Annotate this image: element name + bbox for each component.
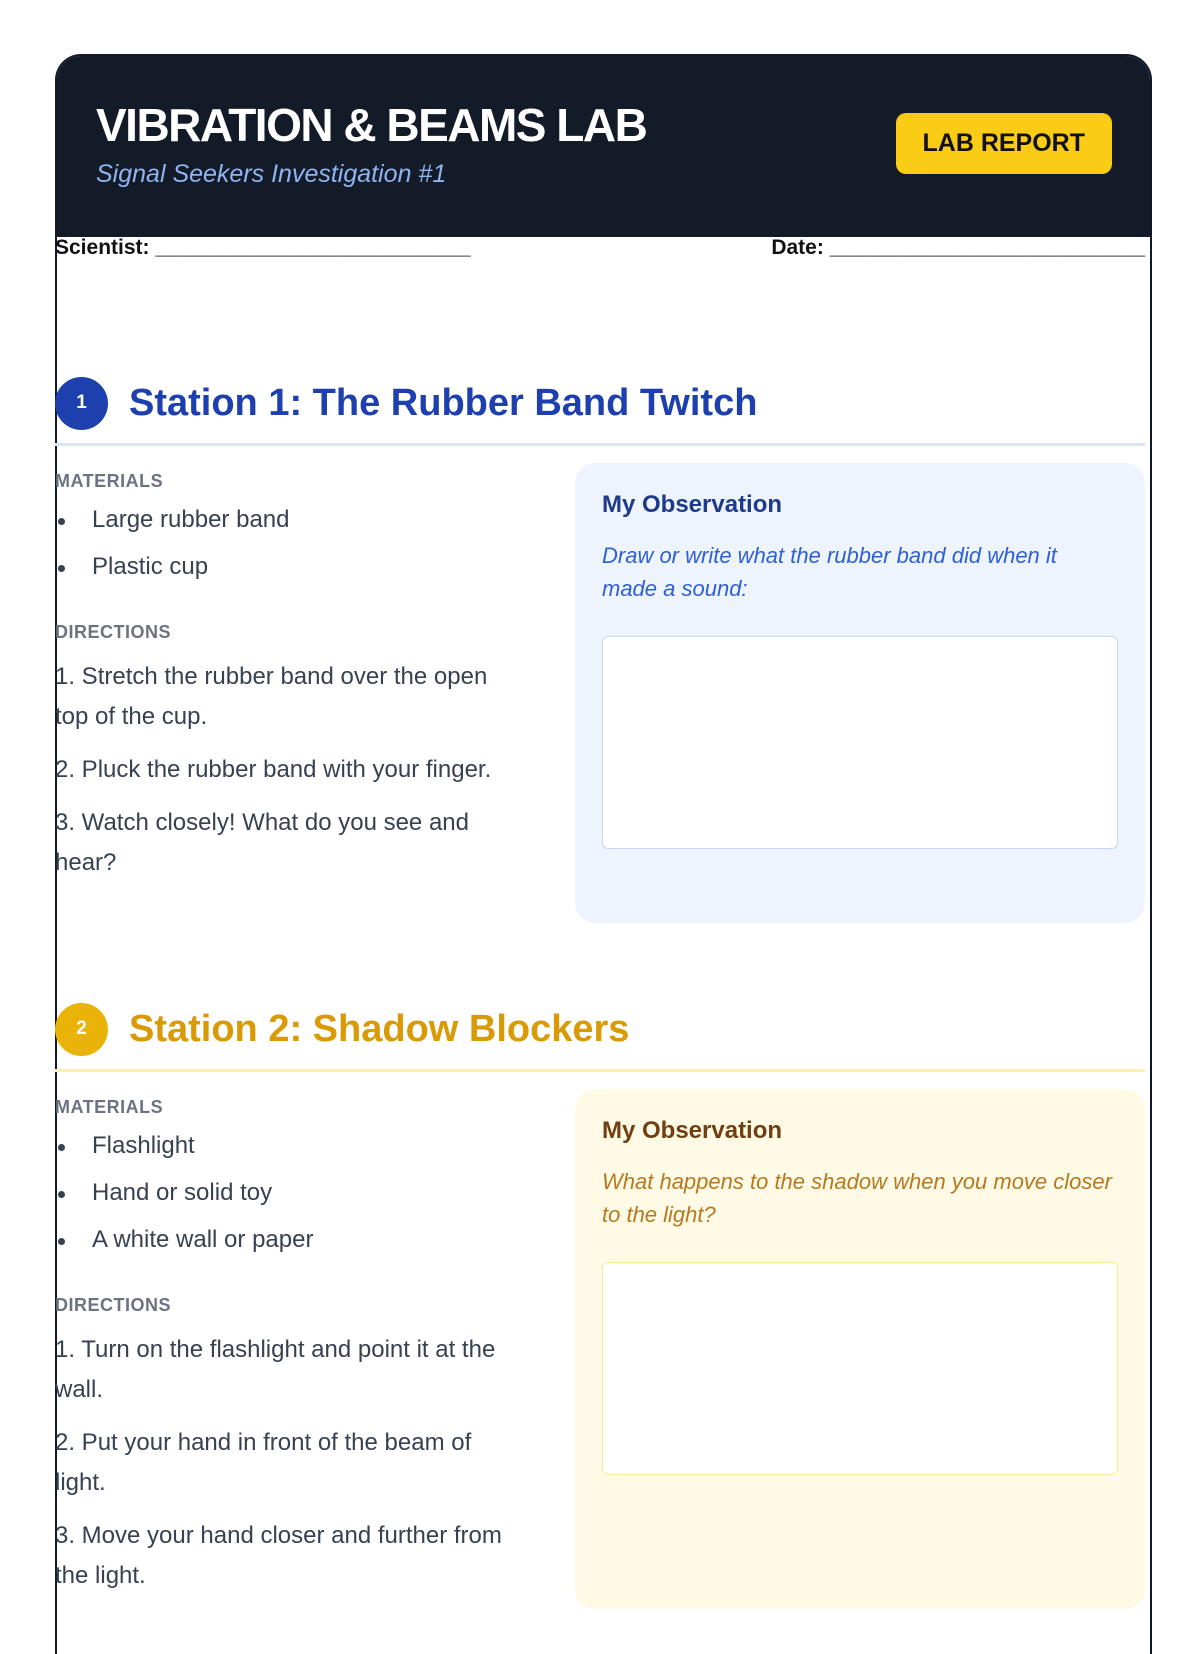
lab-report-badge: LAB REPORT bbox=[895, 113, 1112, 174]
list-item: Plastic cup bbox=[55, 553, 525, 600]
list-item: A white wall or paper bbox=[55, 1226, 525, 1273]
header: VIBRATION & BEAMS LAB Signal Seekers Inv… bbox=[57, 56, 1150, 237]
station-instructions: MATERIALS Flashlight Hand or solid toy A… bbox=[55, 1097, 525, 1609]
observation-title: My Observation bbox=[602, 491, 783, 518]
list-item: Flashlight bbox=[55, 1132, 525, 1179]
observation-prompt: What happens to the shadow when you move… bbox=[602, 1169, 1112, 1227]
materials-list: Flashlight Hand or solid toy A white wal… bbox=[55, 1132, 525, 1273]
page-title: VIBRATION & BEAMS LAB bbox=[96, 99, 648, 151]
station-instructions: MATERIALS Large rubber band Plastic cup … bbox=[55, 471, 525, 896]
divider bbox=[55, 1069, 1145, 1072]
direction-step: 1. Stretch the rubber band over the open… bbox=[55, 663, 488, 730]
direction-step: 2. Pluck the rubber band with your finge… bbox=[55, 756, 492, 783]
station-2: 2 Station 2: Shadow Blockers MATERIALS F… bbox=[55, 1001, 1145, 1609]
materials-label: MATERIALS bbox=[55, 1097, 164, 1117]
observation-panel: My Observation Draw or write what the ru… bbox=[575, 463, 1145, 923]
info-fields: Scientist: ___________________________ D… bbox=[55, 236, 1145, 260]
station-title: Station 2: Shadow Blockers bbox=[129, 1007, 630, 1050]
drawing-area[interactable] bbox=[602, 636, 1118, 849]
direction-step: 2. Put your hand in front of the beam of… bbox=[55, 1429, 472, 1496]
station-number-badge: 2 bbox=[55, 1002, 108, 1056]
list-item: Large rubber band bbox=[55, 506, 525, 553]
materials-list: Large rubber band Plastic cup bbox=[55, 506, 525, 600]
direction-step: 3. Watch closely! What do you see and he… bbox=[55, 809, 469, 876]
direction-step: 3. Move your hand closer and further fro… bbox=[55, 1522, 502, 1589]
station-number-badge: 1 bbox=[55, 376, 108, 430]
scientist-field[interactable]: Scientist: ___________________________ bbox=[55, 236, 471, 259]
directions-label: DIRECTIONS bbox=[55, 622, 172, 642]
directions-label: DIRECTIONS bbox=[55, 1295, 172, 1315]
direction-step: 1. Turn on the flashlight and point it a… bbox=[55, 1336, 496, 1403]
station-title: Station 1: The Rubber Band Twitch bbox=[129, 381, 758, 424]
observation-prompt: Draw or write what the rubber band did w… bbox=[602, 543, 1057, 601]
observation-panel: My Observation What happens to the shado… bbox=[575, 1089, 1145, 1609]
list-item: Hand or solid toy bbox=[55, 1179, 525, 1226]
drawing-area[interactable] bbox=[602, 1262, 1118, 1475]
divider bbox=[55, 443, 1145, 446]
observation-title: My Observation bbox=[602, 1117, 783, 1144]
station-1: 1 Station 1: The Rubber Band Twitch MATE… bbox=[55, 375, 1145, 923]
materials-label: MATERIALS bbox=[55, 471, 164, 491]
date-field[interactable]: Date: ___________________________ bbox=[771, 236, 1145, 259]
page-subtitle: Signal Seekers Investigation #1 bbox=[96, 160, 447, 188]
